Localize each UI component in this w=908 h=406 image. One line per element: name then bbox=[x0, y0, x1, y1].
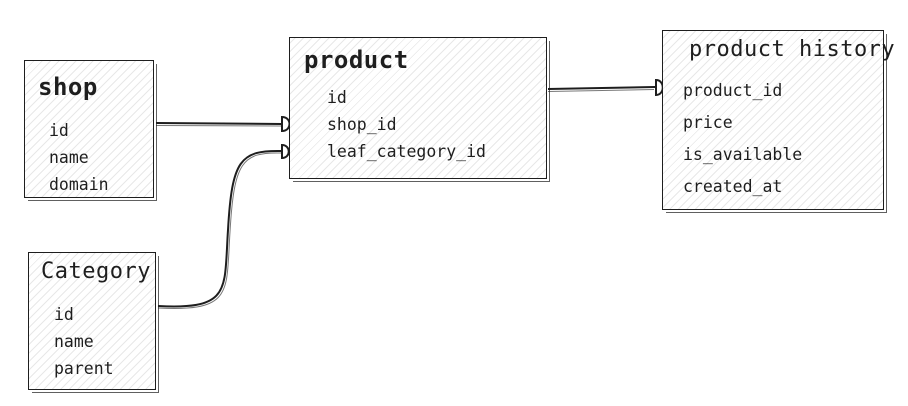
field-list: id name parent bbox=[54, 301, 114, 382]
entity-shop[interactable]: shop id name domain bbox=[24, 60, 157, 201]
crowfoot-category-product bbox=[281, 143, 290, 160]
entity-title: shop bbox=[38, 73, 98, 101]
field-id: id bbox=[327, 88, 347, 107]
field-list: id shop_id leaf_category_id bbox=[327, 84, 486, 165]
field-created-at: created_at bbox=[683, 177, 783, 196]
connector-shop-product bbox=[155, 122, 283, 125]
entity-title: Category bbox=[41, 259, 151, 284]
field-domain: domain bbox=[49, 175, 109, 194]
connector-category-product-shadow bbox=[157, 152, 282, 309]
field-parent: parent bbox=[54, 359, 114, 378]
field-shop-id: shop_id bbox=[327, 115, 397, 134]
field-name: name bbox=[49, 148, 89, 167]
field-list: id name domain bbox=[49, 117, 109, 198]
field-list: product_id price is_available created_at bbox=[683, 75, 802, 203]
connector-category-product bbox=[157, 149, 283, 308]
connector-product-history-shadow bbox=[547, 89, 655, 92]
entity-category[interactable]: Category id name parent bbox=[28, 252, 159, 393]
field-name: name bbox=[54, 332, 94, 351]
connector-shop-product-shadow bbox=[155, 125, 282, 127]
field-id: id bbox=[54, 305, 74, 324]
entity-product[interactable]: product id shop_id leaf_category_id bbox=[289, 37, 550, 182]
entity-title: product bbox=[304, 46, 409, 74]
field-product-id: product_id bbox=[683, 81, 783, 100]
entity-title: product history bbox=[689, 37, 896, 62]
field-leaf-category-id: leaf_category_id bbox=[327, 142, 486, 161]
connector-product-history bbox=[547, 86, 656, 90]
field-id: id bbox=[49, 121, 69, 140]
field-is-available: is_available bbox=[683, 145, 803, 164]
entity-product-history[interactable]: product history product_id price is_avai… bbox=[662, 30, 895, 213]
field-price: price bbox=[683, 113, 733, 132]
